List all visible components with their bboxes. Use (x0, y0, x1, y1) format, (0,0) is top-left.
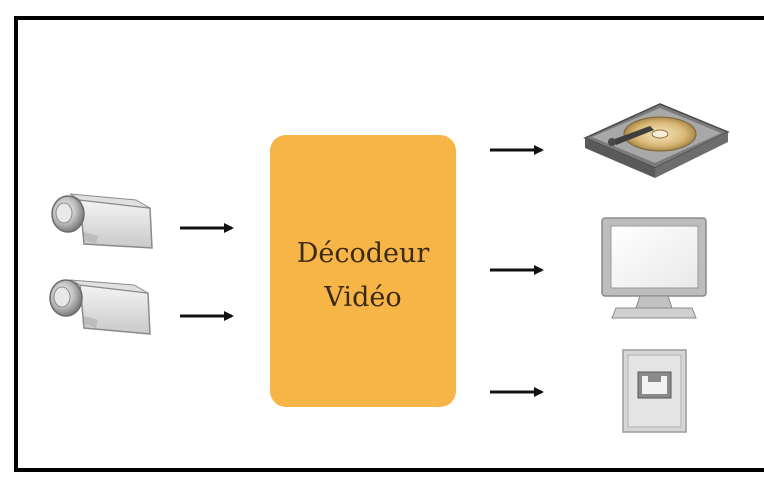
camera-icon (51, 193, 153, 249)
network-port-icon (622, 349, 687, 433)
decoder-box (270, 135, 456, 407)
decoder-label-line2: Vidéo (324, 282, 402, 313)
monitor-icon (601, 217, 707, 319)
decoder-label: Décodeur Vidéo (270, 232, 456, 320)
decoder-label-line1: Décodeur (296, 238, 430, 269)
camera-icon (49, 279, 151, 335)
hard-drive-icon (583, 103, 730, 178)
